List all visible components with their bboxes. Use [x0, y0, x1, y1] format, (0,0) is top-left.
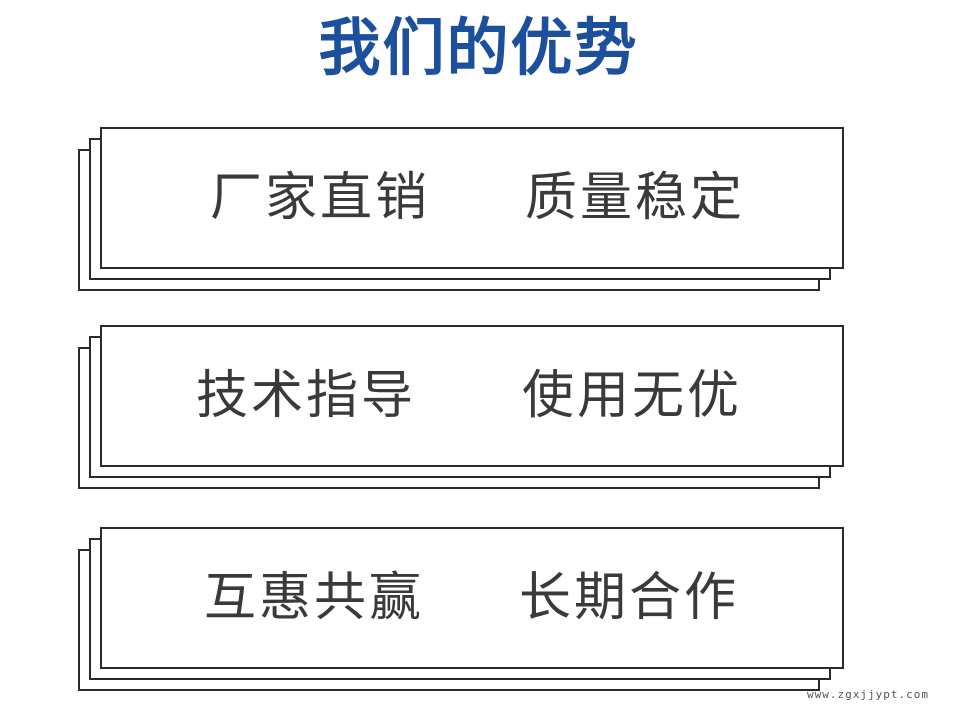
- advantage-right-text: 质量稳定: [525, 168, 746, 228]
- advantage-card-3: 互惠共赢 长期合作: [78, 527, 846, 693]
- advantage-left-text: 厂家直销: [210, 168, 431, 228]
- card-front: 厂家直销 质量稳定: [100, 127, 844, 269]
- page-title: 我们的优势: [318, 11, 639, 84]
- advantage-left-text: 互惠共赢: [204, 568, 425, 628]
- advantage-card-1: 厂家直销 质量稳定: [78, 127, 846, 293]
- advantage-right-text: 长期合作: [519, 568, 740, 628]
- card-front: 互惠共赢 长期合作: [100, 527, 844, 669]
- advantage-right-text: 使用无优: [522, 366, 743, 426]
- watermark-text: www.zgxjjypt.com: [807, 688, 929, 701]
- card-front: 技术指导 使用无优: [100, 325, 844, 467]
- advantage-card-2: 技术指导 使用无优: [78, 325, 846, 491]
- advantage-left-text: 技术指导: [196, 366, 417, 426]
